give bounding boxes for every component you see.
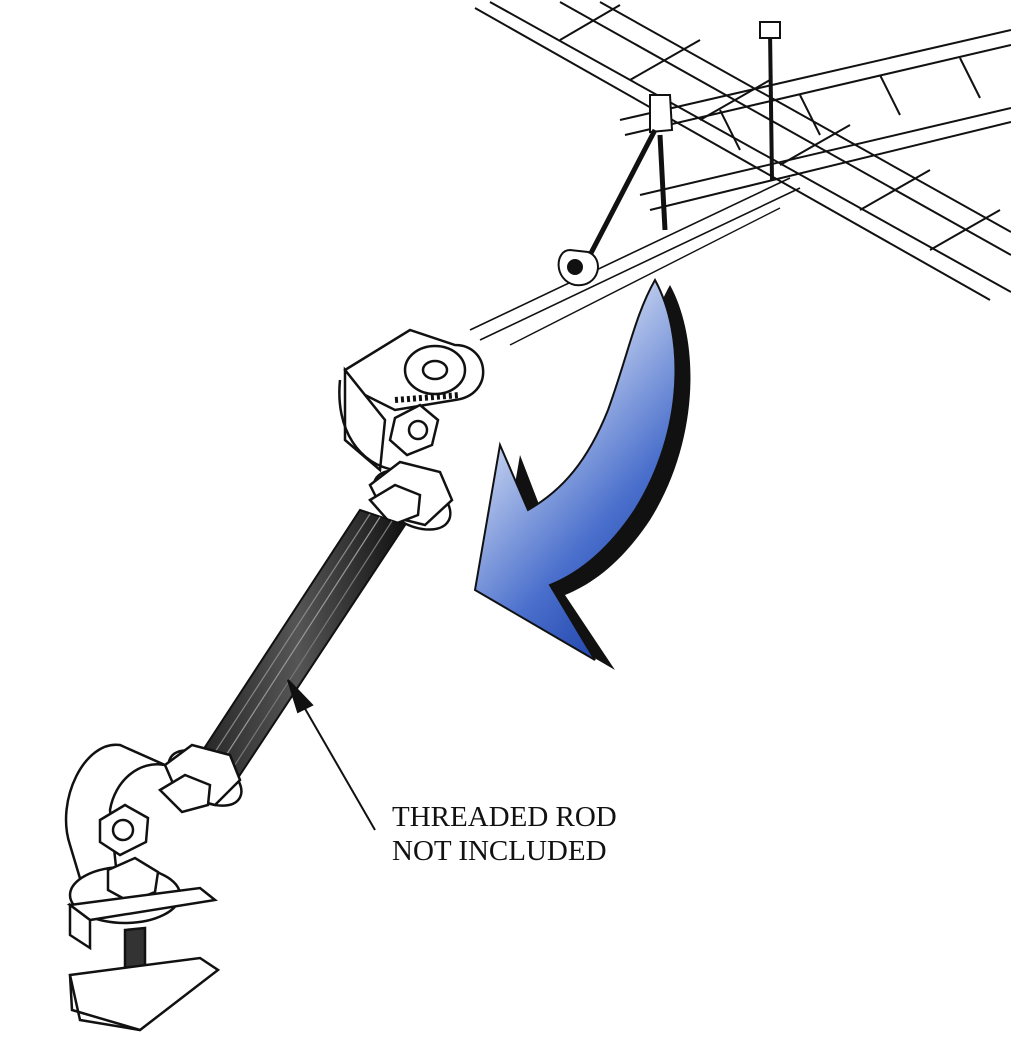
ladder-tray-icon bbox=[469, 1, 1011, 346]
rotation-arrow-icon bbox=[473, 277, 691, 670]
threaded-rod-icon bbox=[188, 508, 407, 792]
swivel-clamp-icon bbox=[338, 328, 485, 473]
hanger-bracket-icon bbox=[557, 21, 781, 287]
threaded-rod-callout: THREADED ROD NOT INCLUDED bbox=[392, 800, 617, 868]
swivel-clamp-icon bbox=[64, 743, 221, 1032]
hex-nut-icon bbox=[157, 743, 243, 814]
leader-arrow-icon bbox=[287, 679, 376, 831]
callout-line-1: THREADED ROD bbox=[392, 801, 617, 833]
hex-nut-icon bbox=[368, 460, 454, 531]
callout-line-2: NOT INCLUDED bbox=[392, 835, 607, 867]
